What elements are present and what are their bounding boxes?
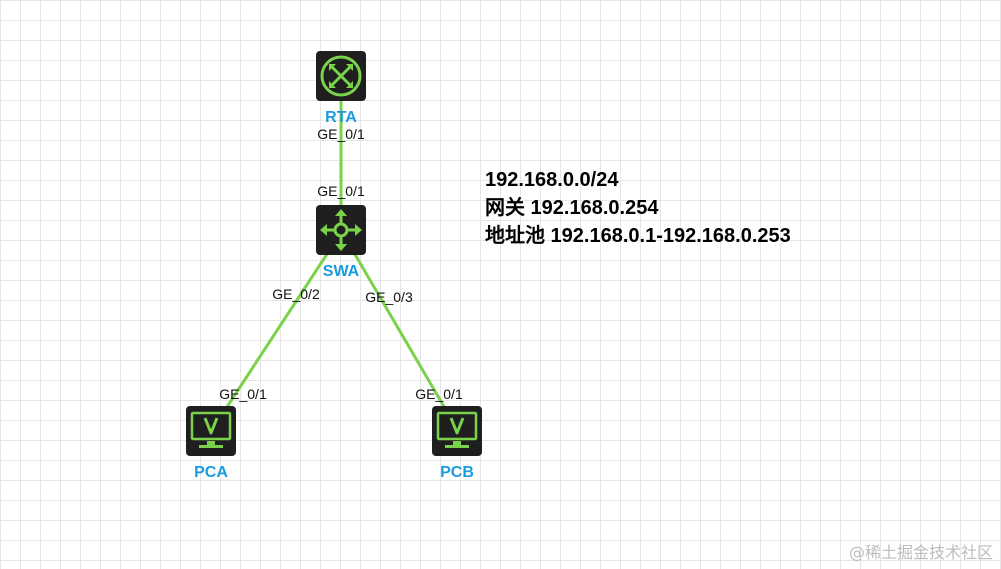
pc-monitor-icon <box>186 406 236 456</box>
node-label-pcb: PCB <box>440 464 474 481</box>
port-label-pca-ge0-1: GE_0/1 <box>219 386 267 402</box>
node-label-swa: SWA <box>323 263 360 280</box>
port-label-swa-ge0-2: GE_0/2 <box>272 286 320 302</box>
pc-pca[interactable]: PCA <box>186 406 236 481</box>
pc-monitor-icon <box>432 406 482 456</box>
link-swa-pca <box>223 250 331 411</box>
gateway-text: 网关 192.168.0.254 <box>485 197 659 219</box>
subnet-text: 192.168.0.0/24 <box>485 169 619 191</box>
link-swa-pcb <box>351 250 448 411</box>
router-rta[interactable]: RTA <box>316 51 366 126</box>
network-info-annotation: 192.168.0.0/24 网关 192.168.0.254 地址池 192.… <box>485 166 791 250</box>
port-label-swa-ge0-3: GE_0/3 <box>365 289 413 305</box>
port-label-pcb-ge0-1: GE_0/1 <box>415 386 463 402</box>
pc-pcb[interactable]: PCB <box>432 406 482 481</box>
address-pool-text: 地址池 192.168.0.1-192.168.0.253 <box>485 225 791 247</box>
node-label-pca: PCA <box>194 464 228 481</box>
port-label-swa-ge0-1: GE_0/1 <box>317 183 365 199</box>
router-icon <box>316 51 366 101</box>
port-label-rta-ge0-1: GE_0/1 <box>317 126 365 142</box>
node-label-rta: RTA <box>325 109 357 126</box>
switch-swa[interactable]: SWA <box>316 205 366 280</box>
watermark: @稀土掘金技术社区 <box>848 543 993 562</box>
switch-icon <box>316 205 366 255</box>
